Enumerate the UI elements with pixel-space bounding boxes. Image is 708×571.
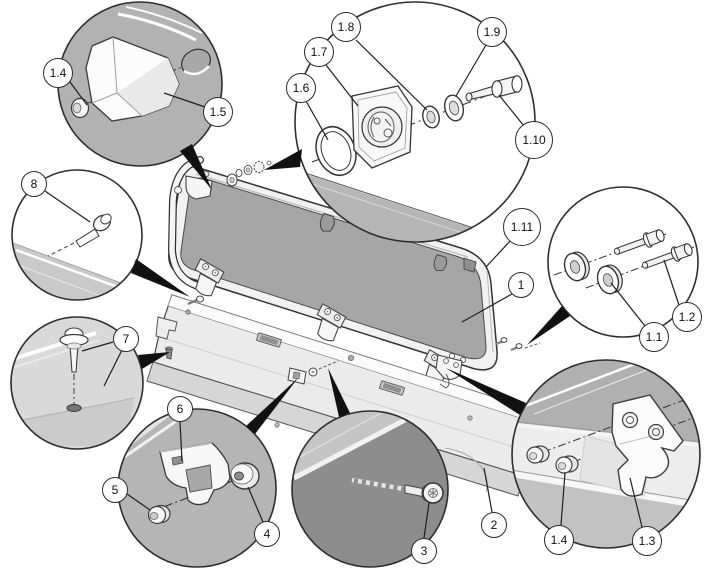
callout-1: 1: [508, 272, 534, 298]
detail-inset-latch: [511, 359, 701, 549]
magnifier-wedges: [131, 144, 570, 434]
leader-lines: [44, 39, 680, 539]
detail-inset-striker: [57, 1, 223, 167]
callout-4: 4: [254, 521, 280, 547]
callout-8: 8: [21, 171, 47, 197]
callout-5: 5: [102, 477, 128, 503]
callout-6: 6: [167, 396, 193, 422]
upper-door-panel: [167, 156, 541, 391]
detail-inset-lock-assembly: [294, 1, 536, 243]
callout-1-1: 1.1: [639, 322, 669, 352]
callout-1-2: 1.2: [672, 302, 702, 332]
callout-1-8: 1.8: [331, 12, 361, 42]
callout-1-3: 1.3: [632, 526, 662, 556]
callout-1-10: 1.10: [515, 121, 553, 159]
callout-1-11: 1.11: [503, 208, 541, 246]
detail-inset-bumper-bracket: [117, 408, 277, 568]
callout-1-4-b: 1.4: [544, 525, 574, 555]
callout-1-9: 1.9: [477, 17, 507, 47]
detail-inset-screw-8: [11, 169, 143, 301]
callout-2: 2: [481, 512, 507, 538]
callout-1-7: 1.7: [304, 37, 334, 67]
callout-7: 7: [113, 326, 139, 352]
callout-1-4-a: 1.4: [43, 58, 73, 88]
callout-3: 3: [411, 538, 437, 564]
callout-1-6: 1.6: [286, 73, 316, 103]
callout-1-5: 1.5: [203, 97, 233, 127]
detail-inset-rivet-7: [10, 316, 144, 450]
